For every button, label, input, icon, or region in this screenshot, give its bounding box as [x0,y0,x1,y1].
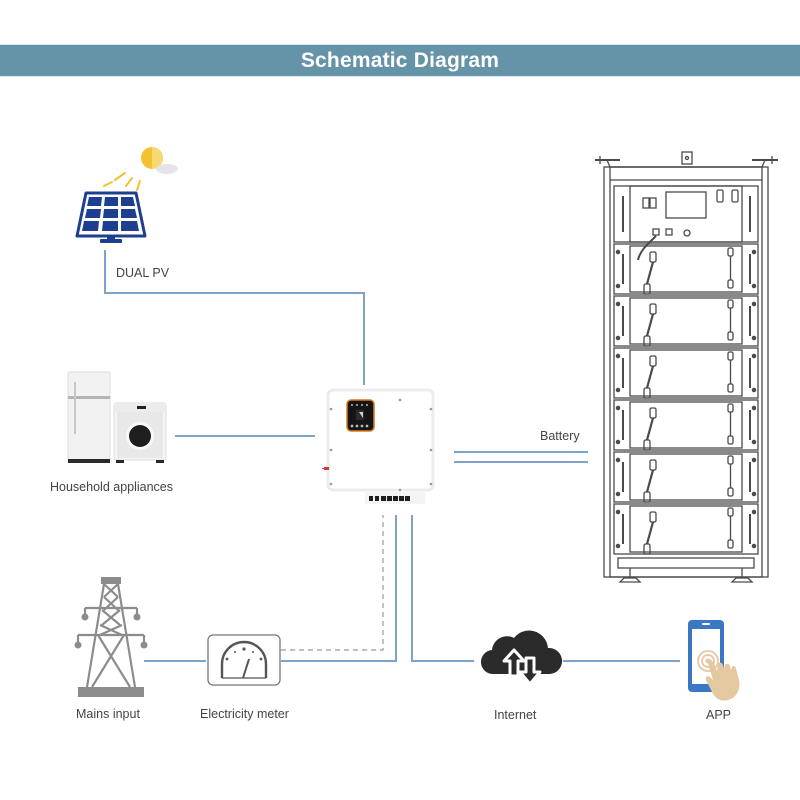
meter-icon [207,634,281,686]
panel [75,191,147,243]
inverter-display [346,399,375,432]
wire-meter-inverter [281,515,397,662]
inverter-terminals [369,496,410,501]
title-banner: Schematic Diagram [0,44,800,77]
appliances-icon [67,371,167,463]
inverter-icon [322,388,435,504]
mains-label: Mains input [76,707,140,721]
wire-meter-inverter-dashed [281,515,384,651]
battery-rack-icon [595,151,778,583]
battery-module [613,503,759,555]
wire-pv-inverter [104,250,365,385]
battery-label: Battery [540,429,580,443]
battery-cable [637,235,657,261]
fridge-icon [67,371,111,463]
wire-inverter-internet [411,515,474,662]
hand-icon [705,659,740,701]
touch-ripple-icon [697,650,719,672]
upload-arrow-icon [502,648,526,678]
internet-label: Internet [494,708,537,722]
appliances-label: Household appliances [50,480,174,494]
power-tower-icon [74,577,148,697]
page-title: Schematic Diagram [300,48,500,72]
battery-module [613,451,759,503]
meter-label: Electricity meter [200,707,289,721]
download-arrow-icon [518,656,542,686]
battery-module [613,295,759,347]
cloud-icon [480,630,563,686]
battery-module [613,399,759,451]
battery-control-module [613,185,759,243]
solar-panel-icon [75,147,178,243]
battery-module [613,347,759,399]
inverter-side-switch [322,467,329,470]
pv-label: DUAL PV [116,266,170,280]
washing-machine-icon [113,402,167,463]
battery-module [613,243,759,295]
app-label: APP [706,708,732,722]
sun-icon [103,147,178,191]
smartphone-icon [688,620,740,701]
